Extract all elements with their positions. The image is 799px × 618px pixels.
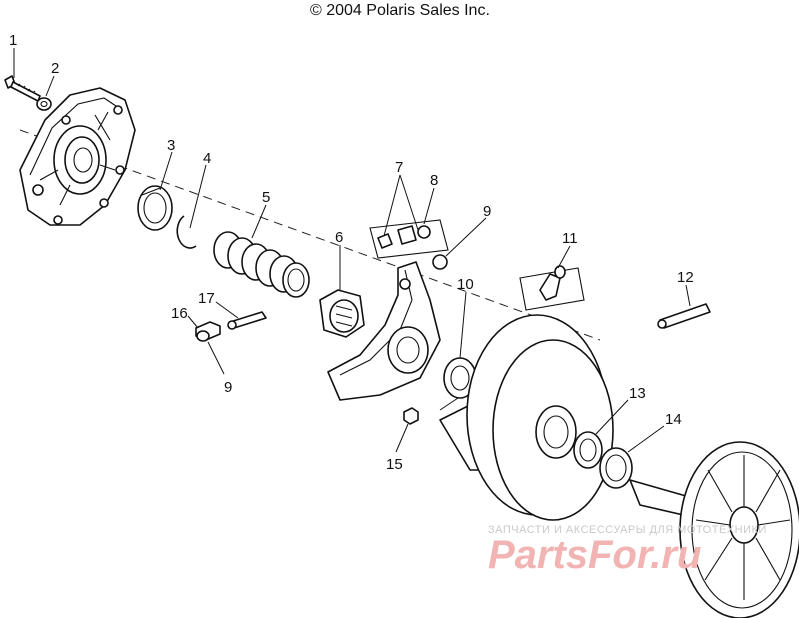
part-12-pin — [657, 303, 711, 329]
copyright-notice: © 2004 Polaris Sales Inc. — [310, 2, 490, 19]
leader-9-upper — [445, 217, 487, 257]
leader-sheave — [439, 397, 459, 411]
leader-17 — [215, 301, 239, 319]
callout-7: 7 — [395, 159, 403, 176]
callout-8: 8 — [430, 172, 438, 189]
leader-2 — [45, 75, 55, 97]
leader-15 — [395, 423, 409, 453]
callout-1: 1 — [9, 32, 17, 49]
leader-9-lower — [207, 341, 225, 375]
watermark-small-text: ЗАПЧАСТИ И АКСЕССУАРЫ ДЛЯ МОТОТЕХНИКИ — [488, 524, 767, 536]
part-9-ball-upper — [432, 254, 448, 270]
fixed-sheave — [629, 441, 799, 618]
callout-12: 12 — [677, 269, 694, 286]
assembly-axis-line — [19, 129, 601, 341]
callout-15: 15 — [386, 456, 403, 473]
callout-2: 2 — [51, 60, 59, 77]
part-5-spring — [213, 231, 310, 298]
callout-4: 4 — [203, 150, 211, 167]
watermark-brand: PartsFor.ru — [488, 533, 701, 577]
leader-13 — [595, 399, 629, 435]
leader-14 — [627, 425, 665, 453]
callout-6: 6 — [335, 229, 343, 246]
part-1-bolt — [4, 75, 41, 102]
leader-16 — [187, 315, 199, 329]
leader-5 — [251, 204, 267, 239]
part-2-washer — [36, 97, 52, 111]
driven-clutch-cover-plate — [19, 87, 136, 226]
part-16-roller — [195, 321, 221, 342]
callout-11: 11 — [562, 230, 578, 247]
callout-3: 3 — [167, 137, 175, 154]
leader-8 — [423, 187, 435, 225]
leader-12 — [685, 284, 691, 307]
callout-9-upper: 9 — [483, 203, 491, 220]
part-7-8-roller-kit — [369, 219, 449, 259]
part-4-snap-ring — [176, 215, 197, 249]
callout-17: 17 — [198, 290, 215, 307]
part-13-ring — [573, 431, 603, 469]
callout-16: 16 — [171, 305, 188, 322]
part-15-nut — [403, 407, 419, 425]
part-11-ramp-clip — [519, 265, 585, 311]
part-17-pin — [227, 311, 267, 330]
leader-10 — [459, 291, 467, 359]
leader-11 — [557, 245, 571, 269]
callout-10: 10 — [457, 276, 474, 293]
leader-3 — [159, 151, 173, 191]
part-3-bushing — [137, 185, 173, 231]
moveable-sheave — [439, 314, 614, 521]
leader-4 — [189, 164, 207, 229]
callout-9-lower: 9 — [224, 379, 232, 396]
ramp-arm-spider — [327, 261, 441, 401]
callout-5: 5 — [262, 189, 270, 206]
callout-13: 13 — [629, 385, 646, 402]
callout-14: 14 — [665, 411, 682, 428]
part-6-sleeve — [319, 289, 365, 338]
leader-7 — [383, 174, 419, 237]
part-14-ring — [599, 447, 633, 489]
